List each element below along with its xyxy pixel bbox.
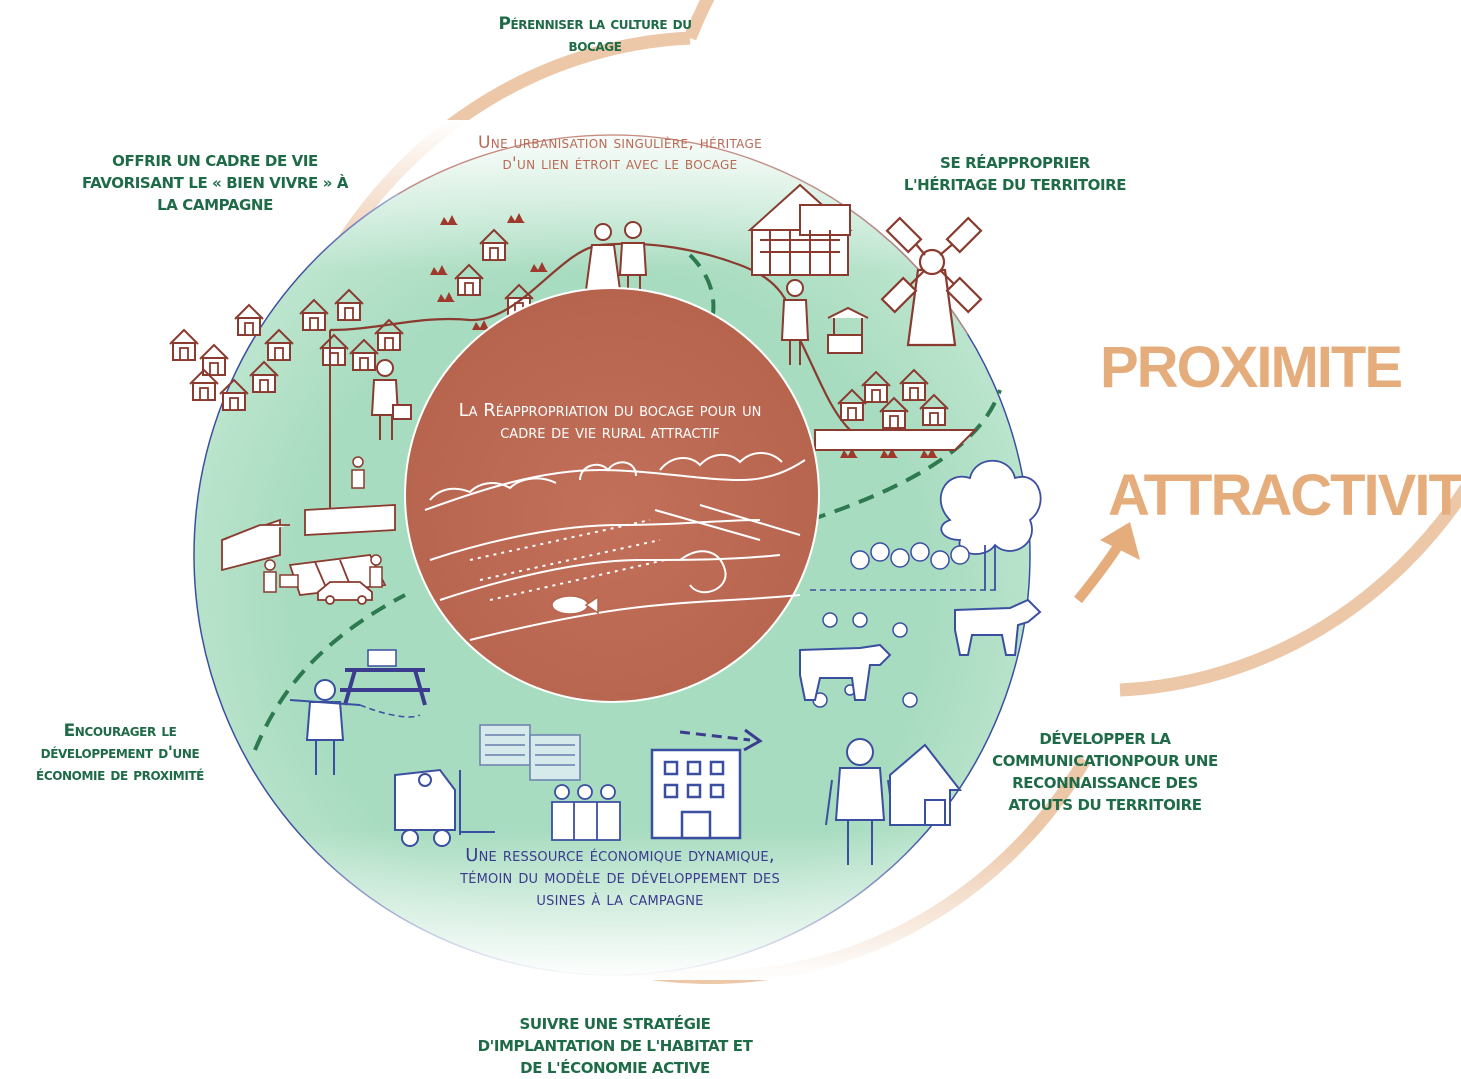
businessman-icon bbox=[370, 359, 412, 440]
road-path bbox=[329, 242, 851, 431]
windmill-icon bbox=[880, 216, 983, 347]
farmer-icon bbox=[825, 738, 895, 865]
label-perenniser: Pérenniser la culture du bocage bbox=[498, 14, 692, 56]
barn-icon bbox=[889, 743, 963, 826]
workers-icon bbox=[551, 784, 621, 841]
small-person-icon bbox=[351, 456, 365, 489]
label-urbanisation: Une urbanisation singulière, héritage d'… bbox=[478, 133, 762, 174]
center-disc bbox=[404, 287, 820, 703]
cow-icon bbox=[799, 598, 1042, 701]
label-offrir: offrir un cadre de vie favorisant le « b… bbox=[81, 152, 349, 214]
office-building-icon bbox=[650, 748, 742, 840]
label-developper: développer la communicationpour une reco… bbox=[992, 730, 1218, 814]
label-reapproprier: se réapproprier l'héritage du territoire bbox=[903, 154, 1127, 194]
label-suivre: suivre une stratégie d'implantation de l… bbox=[477, 1015, 753, 1077]
forklift-icon bbox=[394, 768, 495, 847]
farm-houses-icon bbox=[814, 369, 978, 451]
cycle-arrow-icon bbox=[1074, 522, 1140, 604]
person-icon bbox=[780, 279, 810, 365]
market-stall-icon bbox=[359, 649, 421, 718]
label-center: La Réappropriation du bocage pour un cad… bbox=[458, 400, 762, 443]
river-landscape bbox=[424, 452, 806, 641]
picnic-table-icon bbox=[340, 668, 430, 706]
factory-icon bbox=[479, 724, 581, 781]
factory-heritage-icon bbox=[747, 183, 853, 276]
label-ressource: Une ressource économique dynamique, témo… bbox=[460, 845, 780, 910]
label-proximite: PROXIMITE bbox=[1100, 335, 1403, 400]
car-icon bbox=[317, 581, 373, 605]
shopper-icon bbox=[263, 554, 383, 593]
gardener-icon bbox=[289, 679, 361, 775]
label-attractivite: ATTRACTIVITE bbox=[1108, 463, 1461, 528]
well-icon bbox=[827, 306, 869, 354]
dashed-arrow-icon bbox=[679, 730, 751, 742]
fish-icon bbox=[551, 595, 599, 615]
tree-icon bbox=[939, 459, 1042, 590]
hedge-trees-icon bbox=[810, 542, 1000, 708]
label-encourager: Encourager le développement d'une économ… bbox=[36, 721, 204, 785]
